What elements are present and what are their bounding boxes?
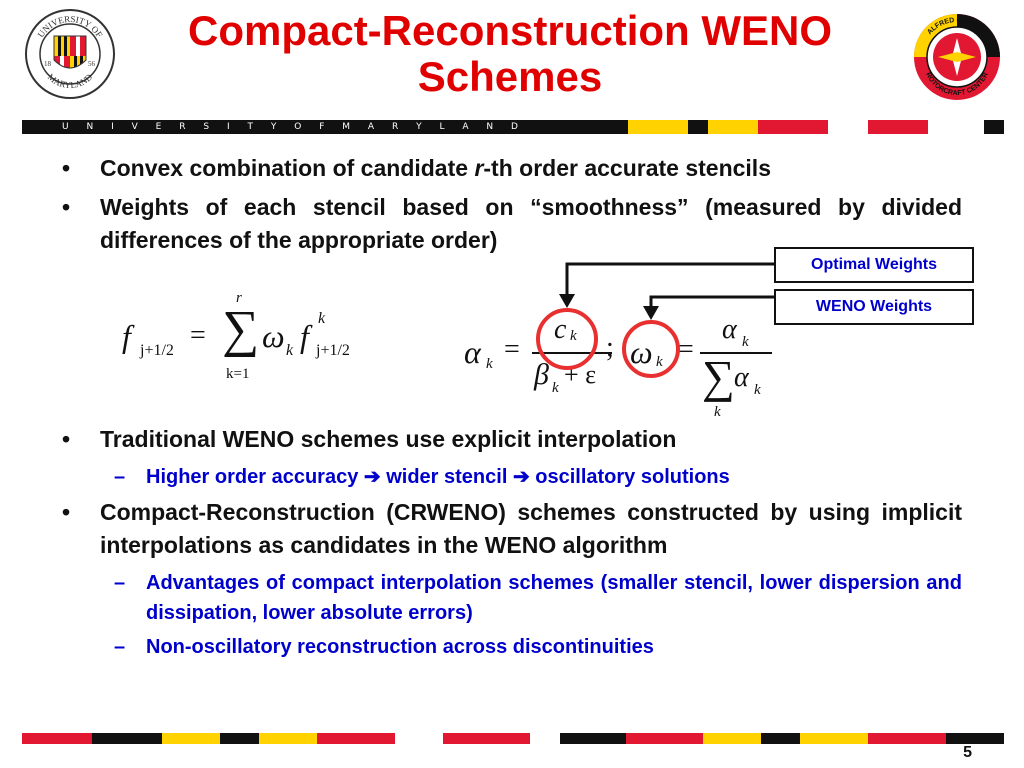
bullet-1: • Convex combination of candidate r-th o… <box>62 152 962 185</box>
university-band-letter: D <box>511 122 518 132</box>
weno-weights-label: WENO Weights <box>774 289 974 325</box>
title-line-2: Schemes <box>417 53 603 100</box>
page-number: 5 <box>963 744 972 761</box>
right-arrow-icon: ➔ <box>363 466 381 488</box>
university-band-letter: Y <box>416 122 422 132</box>
university-band-letter: N <box>86 122 94 132</box>
university-band-letter: N <box>486 122 494 132</box>
seal-year-left: 18 <box>44 60 52 68</box>
weno-weights-pointer <box>649 295 775 308</box>
bullet-dot: • <box>62 426 71 452</box>
weight-omega: ω <box>630 334 653 370</box>
university-band-letter: Y <box>270 122 277 132</box>
university-band-letter: E <box>155 122 162 132</box>
university-band-letter: V <box>131 122 138 132</box>
bullet-dot: • <box>62 155 71 181</box>
summation-sign: ∑ <box>702 351 735 402</box>
university-band-letter: R <box>391 122 399 132</box>
university-band-letter: M <box>342 122 351 132</box>
university-band-letter: A <box>462 122 469 132</box>
optimal-weight-highlight-circle <box>536 308 598 370</box>
coefficient-c: c <box>554 314 567 345</box>
arrow-head-icon <box>643 306 659 320</box>
slide-title: Compact-Reconstruction WENO Schemes <box>150 8 870 100</box>
title-line-1: Compact-Reconstruction WENO <box>187 7 833 54</box>
maryland-flag-band-top <box>628 120 1004 134</box>
university-band-letter: F <box>319 122 325 132</box>
university-band-letter: O <box>294 122 302 132</box>
sub-bullet-3-1: – Higher order accuracy ➔ wider stencil … <box>114 466 730 488</box>
optimal-weights-pointer <box>565 262 775 296</box>
bullet-4: • Compact-Reconstruction (CRWENO) scheme… <box>62 496 962 562</box>
university-band-letter: I <box>226 122 230 132</box>
sub-bullet-4-2: – Non-oscillatory reconstruction across … <box>114 636 654 658</box>
bullet-dot: • <box>62 499 71 525</box>
arrow-head-icon <box>559 294 575 308</box>
bullet-dot: • <box>62 194 71 220</box>
summation-sign: ∑ <box>222 301 260 358</box>
university-band-letter: S <box>203 122 210 132</box>
sub-bullet-4-1: – Advantages of compact interpolation sc… <box>114 572 962 624</box>
formula-weights: α k = c k β k + ε ; ω k = α k ∑ α k k <box>460 300 790 425</box>
university-band-letter: I <box>111 122 114 132</box>
optimal-weights-label: Optimal Weights <box>774 247 974 283</box>
seal-year-right: 56 <box>88 60 96 68</box>
university-band-letter: R <box>179 122 186 132</box>
university-band-letter: A <box>367 122 375 132</box>
maryland-flag-band-bottom <box>22 733 1004 744</box>
formula-reconstruction: f j+1/2 = ∑ r k=1 ω k f k j+1/2 <box>122 290 350 382</box>
rotorcraft-center-logo: ALFRED GESSOW ROTORCRAFT CENTER <box>914 14 1000 100</box>
weno-weight-highlight-circle <box>622 320 680 378</box>
bullet-3: • Traditional WENO schemes use explicit … <box>62 423 962 456</box>
university-band-letter: U <box>62 122 69 132</box>
bullet-2: • Weights of each stencil based on “smoo… <box>62 191 962 257</box>
bullet-list: • Convex combination of candidate r-th o… <box>62 152 962 666</box>
right-arrow-icon: ➔ <box>512 466 530 488</box>
university-band-letter: T <box>247 122 253 132</box>
university-band-letter: L <box>439 122 445 132</box>
university-of-maryland-seal: UNIVERSITY OF MARYLAND 18 56 <box>25 9 115 99</box>
